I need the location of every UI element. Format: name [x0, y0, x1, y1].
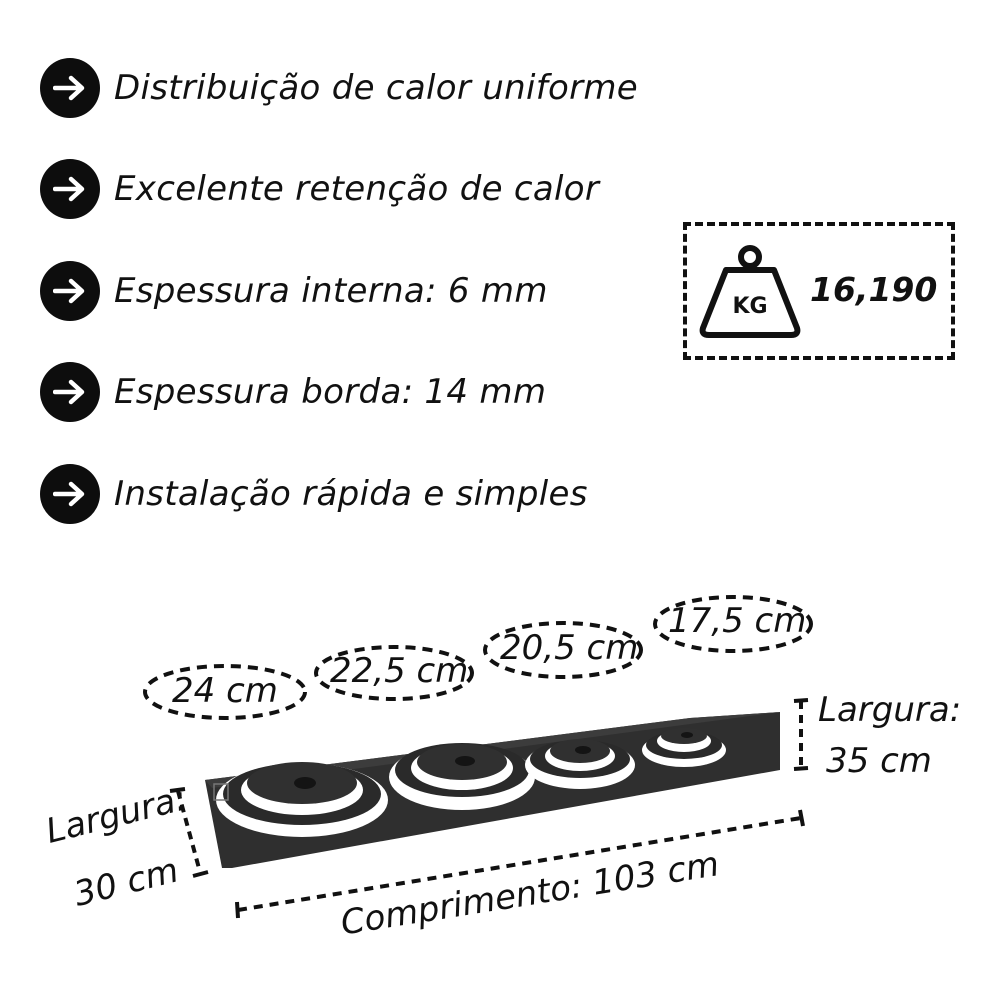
width-right-value: 35 cm [826, 741, 932, 781]
diameter-outline-17-5cm [653, 595, 813, 653]
burner-ring-24cm [216, 762, 388, 837]
diameter-outline-22-5cm [314, 645, 474, 701]
diameter-label-20-5cm: 20,5 cm [500, 628, 639, 668]
burner-ring-17-5cm [642, 728, 726, 767]
feature-item-2: Excelente retenção de calor [40, 157, 599, 221]
weight-box [683, 222, 955, 360]
feature-text: Espessura interna: 6 mm [114, 271, 548, 311]
feature-item-4: Espessura borda: 14 mm [40, 360, 546, 424]
width-right-label: Largura: [818, 690, 962, 730]
burner-ring-20-5cm [525, 739, 635, 789]
length-dimension [235, 809, 805, 919]
width-right-dimension [793, 698, 809, 771]
arrow-right-icon [40, 261, 100, 321]
arrow-right-icon [40, 362, 100, 422]
width-left-dimension [169, 787, 209, 878]
feature-text: Espessura borda: 14 mm [114, 372, 547, 412]
burner-ring-22-5cm [389, 743, 535, 810]
feature-text: Excelente retenção de calor [114, 169, 600, 209]
arrow-right-icon [40, 159, 100, 219]
logo-mark [213, 783, 229, 801]
feature-text: Distribuição de calor uniforme [114, 68, 639, 108]
feature-text: Instalação rápida e simples [114, 474, 588, 514]
feature-item-5: Instalação rápida e simples [40, 462, 588, 526]
feature-item-3: Espessura interna: 6 mm [40, 259, 548, 323]
diameter-label-22-5cm: 22,5 cm [330, 651, 469, 691]
arrow-right-icon [40, 464, 100, 524]
diameter-label-17-5cm: 17,5 cm [668, 601, 807, 641]
diameter-label-24cm: 24 cm [172, 671, 278, 711]
diameter-outline-20-5cm [483, 621, 643, 679]
weight-value: 16,190 [810, 270, 938, 309]
diameter-outline-24cm [143, 664, 307, 720]
feature-item-1: Distribuição de calor uniforme [40, 56, 638, 120]
arrow-right-icon [40, 58, 100, 118]
